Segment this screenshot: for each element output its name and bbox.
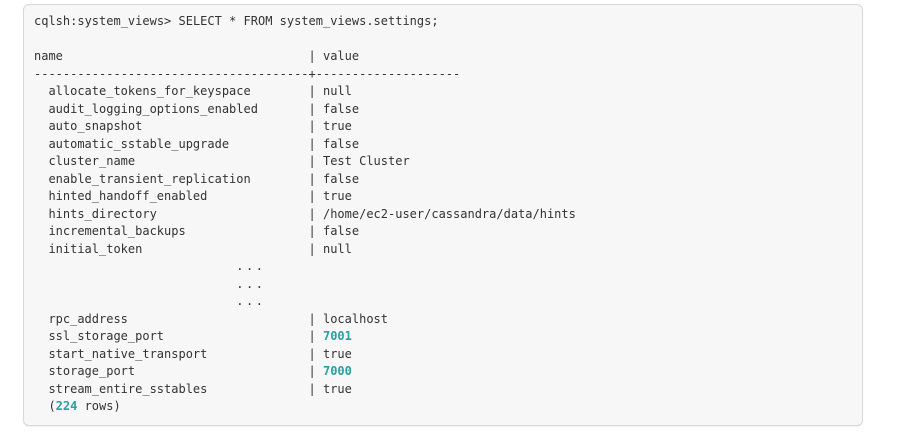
row-pipe-separator: | bbox=[308, 136, 316, 151]
table-row: hints_directory | /home/ec2-user/cassandra… bbox=[34, 206, 852, 224]
setting-name: hinted_handoff_enabled bbox=[48, 189, 208, 203]
row-pipe-separator: | bbox=[308, 364, 316, 378]
row-pipe-separator: | bbox=[308, 224, 316, 238]
table-row: audit_logging_options_enabled | false bbox=[34, 101, 852, 119]
header-pipe-separator: | bbox=[308, 49, 316, 63]
setting-value: false bbox=[322, 136, 360, 151]
setting-name: start_native_transport bbox=[48, 346, 208, 361]
setting-value: false bbox=[322, 101, 360, 116]
row-pipe-separator: | bbox=[308, 381, 316, 396]
setting-name: automatic_sstable_upgrade bbox=[48, 136, 230, 151]
setting-name: allocate_tokens_for_keyspace bbox=[48, 84, 251, 98]
row-pipe-separator: | bbox=[308, 189, 316, 203]
setting-value: false bbox=[322, 171, 360, 186]
setting-value: /home/ec2-user/cassandra/data/hints bbox=[322, 206, 576, 221]
ellipsis-dots: ... bbox=[236, 294, 266, 308]
terminal-output-box: cqlsh:system_views> SELECT * FROM system… bbox=[23, 4, 863, 426]
setting-name: enable_transient_replication bbox=[48, 171, 251, 186]
row-pipe-separator: | bbox=[308, 206, 316, 221]
row-pipe-separator: | bbox=[308, 311, 316, 326]
setting-name: ssl_storage_port bbox=[48, 329, 165, 343]
ellipsis-row: ... bbox=[34, 293, 852, 311]
setting-value: true bbox=[322, 381, 352, 396]
row-pipe-separator: | bbox=[308, 171, 316, 186]
setting-value: localhost bbox=[322, 311, 389, 326]
setting-name: auto_snapshot bbox=[48, 119, 143, 133]
setting-name: stream_entire_sstables bbox=[48, 381, 208, 396]
setting-name: initial_token bbox=[48, 241, 143, 256]
table-row: storage_port | 7000 bbox=[34, 363, 852, 381]
row-count-footer: (224 rows) bbox=[34, 398, 852, 416]
table-row: ssl_storage_port | 7001 bbox=[34, 328, 852, 346]
table-row: hinted_handoff_enabled | true bbox=[34, 188, 852, 206]
row-pipe-separator: | bbox=[308, 119, 316, 133]
ellipsis-row: ... bbox=[34, 258, 852, 276]
setting-value: null bbox=[322, 84, 352, 98]
row-pipe-separator: | bbox=[308, 101, 316, 116]
blank-line bbox=[34, 31, 852, 49]
setting-name: audit_logging_options_enabled bbox=[48, 101, 258, 116]
table-row: stream_entire_sstables | true bbox=[34, 381, 852, 399]
setting-value: true bbox=[322, 119, 352, 133]
ellipsis-dots: ... bbox=[236, 259, 266, 273]
setting-name: cluster_name bbox=[48, 154, 136, 168]
ellipsis-row: ... bbox=[34, 276, 852, 294]
row-pipe-separator: | bbox=[308, 241, 316, 256]
setting-name: storage_port bbox=[48, 364, 136, 378]
row-count-suffix: rows) bbox=[77, 399, 121, 413]
column-header-name: name bbox=[34, 49, 63, 63]
table-row: cluster_name | Test Cluster bbox=[34, 153, 852, 171]
row-pipe-separator: | bbox=[308, 346, 316, 361]
row-pipe-separator: | bbox=[308, 84, 316, 98]
table-row: initial_token | null bbox=[34, 241, 852, 259]
setting-value: 7000 bbox=[322, 364, 352, 378]
cqlsh-terminal-text: cqlsh:system_views> SELECT * FROM system… bbox=[34, 13, 852, 416]
table-row: enable_transient_replication | false bbox=[34, 171, 852, 189]
table-row: auto_snapshot | true bbox=[34, 118, 852, 136]
row-count-prefix: ( bbox=[48, 399, 56, 413]
table-row: automatic_sstable_upgrade | false bbox=[34, 136, 852, 154]
setting-name: hints_directory bbox=[48, 206, 157, 221]
table-header-row: name | value bbox=[34, 48, 852, 66]
setting-name: incremental_backups bbox=[48, 224, 186, 238]
column-header-value: value bbox=[322, 49, 360, 63]
cqlsh-prompt-line: cqlsh:system_views> SELECT * FROM system… bbox=[34, 14, 439, 28]
setting-name: rpc_address bbox=[48, 311, 128, 326]
table-row: allocate_tokens_for_keyspace | null bbox=[34, 83, 852, 101]
row-count-number: 224 bbox=[55, 399, 78, 413]
setting-value: Test Cluster bbox=[322, 154, 410, 168]
table-body: allocate_tokens_for_keyspace | null audit_l… bbox=[34, 83, 852, 398]
setting-value: 7001 bbox=[322, 329, 352, 343]
setting-value: null bbox=[322, 241, 352, 256]
table-row: start_native_transport | true bbox=[34, 346, 852, 364]
table-row: rpc_address | localhost bbox=[34, 311, 852, 329]
table-separator-row: --------------------------------------+-… bbox=[34, 66, 461, 81]
setting-value: true bbox=[322, 346, 352, 361]
table-row: incremental_backups | false bbox=[34, 223, 852, 241]
row-pipe-separator: | bbox=[308, 154, 316, 168]
setting-value: false bbox=[322, 224, 360, 238]
row-pipe-separator: | bbox=[308, 329, 316, 343]
setting-value: true bbox=[322, 189, 352, 203]
ellipsis-dots: ... bbox=[236, 276, 266, 291]
